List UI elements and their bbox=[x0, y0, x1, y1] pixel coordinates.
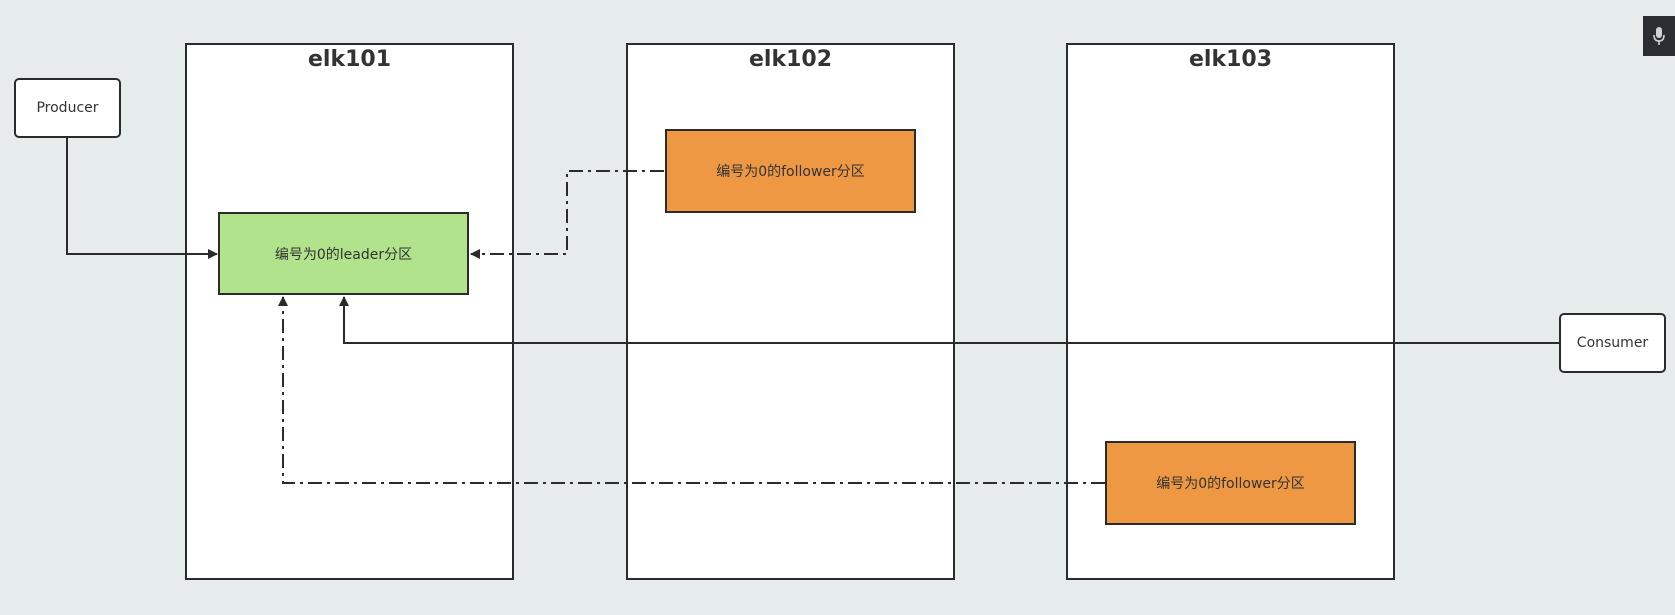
follower-partition-label: 编号为0的follower分区 bbox=[1156, 476, 1305, 492]
producer-node[interactable]: Producer bbox=[14, 78, 121, 138]
broker-elk101: elk101 bbox=[185, 43, 514, 580]
follower-elk103-to-leader-edge bbox=[278, 296, 1105, 484]
follower-partition-elk103[interactable]: 编号为0的follower分区 bbox=[1105, 441, 1356, 525]
broker-title: elk103 bbox=[1188, 47, 1272, 72]
consumer-to-leader-edge bbox=[339, 296, 1559, 344]
consumer-node[interactable]: Consumer bbox=[1559, 313, 1666, 373]
producer-label: Producer bbox=[36, 100, 99, 116]
broker-title: elk102 bbox=[748, 47, 832, 72]
producer-to-leader-edge bbox=[66, 138, 218, 259]
follower-elk102-to-leader-edge bbox=[470, 170, 664, 259]
consumer-label: Consumer bbox=[1576, 335, 1649, 351]
leader-partition-label: 编号为0的leader分区 bbox=[274, 246, 413, 263]
follower-partition-label: 编号为0的follower分区 bbox=[716, 164, 865, 180]
follower-partition-elk102[interactable]: 编号为0的follower分区 bbox=[665, 129, 916, 213]
broker-title: elk101 bbox=[307, 47, 391, 72]
microphone-button[interactable] bbox=[1643, 16, 1675, 56]
microphone-icon bbox=[1653, 27, 1665, 45]
leader-partition[interactable]: 编号为0的leader分区 bbox=[218, 212, 469, 295]
